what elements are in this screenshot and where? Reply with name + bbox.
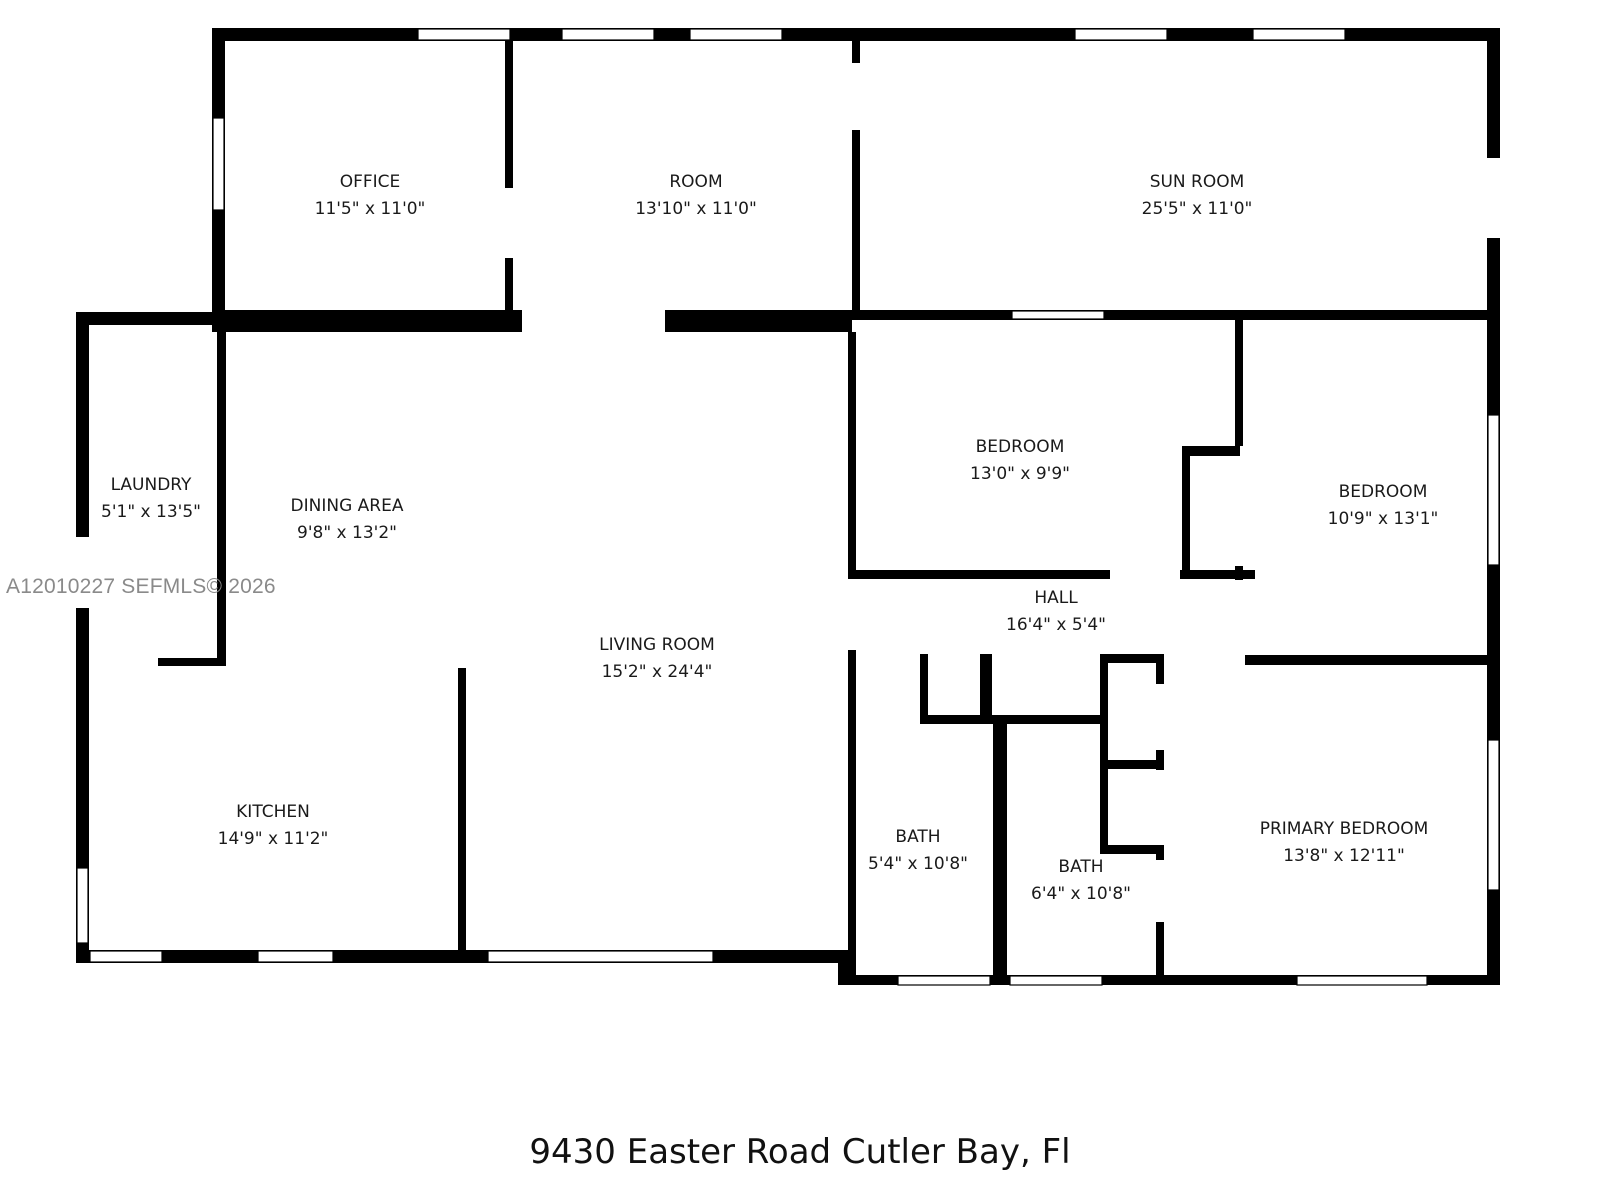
room-bath-2: BATH 6'4" x 10'8": [1031, 854, 1131, 908]
windows: [76, 28, 1500, 986]
room-name: LIVING ROOM: [599, 635, 715, 655]
room-dimensions: 6'4" x 10'8": [1031, 884, 1131, 904]
room-name: OFFICE: [339, 172, 401, 192]
room-dimensions: 11'5" x 11'0": [314, 199, 426, 219]
property-address: 9430 Easter Road Cutler Bay, Fl: [529, 1132, 1071, 1172]
room-room: ROOM 13'10" x 11'0": [635, 169, 757, 223]
room-name: BEDROOM: [975, 437, 1065, 457]
room-dimensions: 13'0" x 9'9": [970, 464, 1070, 484]
room-kitchen: KITCHEN 14'9" x 11'2": [218, 799, 329, 853]
walls: [76, 28, 1500, 985]
mls-watermark: A12010227 SEFMLS© 2026: [6, 575, 276, 598]
room-sun-room: SUN ROOM 25'5" x 11'0": [1142, 169, 1253, 223]
room-name: LAUNDRY: [110, 475, 192, 495]
room-dimensions: 14'9" x 11'2": [217, 829, 329, 849]
room-bath-1: BATH 5'4" x 10'8": [868, 824, 968, 878]
room-office: OFFICE 11'5" x 11'0": [315, 169, 426, 223]
room-name: BEDROOM: [1338, 482, 1428, 502]
room-name: SUN ROOM: [1149, 172, 1245, 192]
room-name: DINING AREA: [290, 496, 404, 516]
room-dining-area: DINING AREA 9'8" x 13'2": [291, 493, 404, 547]
room-name: HALL: [1034, 588, 1078, 608]
room-laundry: LAUNDRY 5'1" x 13'5": [101, 472, 201, 526]
room-name: BATH: [1058, 857, 1104, 877]
room-bedroom-1: BEDROOM 13'0" x 9'9": [970, 434, 1070, 488]
room-dimensions: 13'10" x 11'0": [635, 199, 757, 219]
room-name: KITCHEN: [236, 802, 310, 822]
room-name: PRIMARY BEDROOM: [1259, 819, 1429, 839]
room-dimensions: 10'9" x 13'1": [1327, 509, 1439, 529]
room-name: BATH: [895, 827, 941, 847]
room-dimensions: 15'2" x 24'4": [601, 662, 713, 682]
room-dimensions: 13'8" x 12'11": [1283, 846, 1405, 866]
room-hall: HALL 16'4" x 5'4": [1006, 585, 1106, 639]
room-dimensions: 25'5" x 11'0": [1141, 199, 1253, 219]
room-living-room: LIVING ROOM 15'2" x 24'4": [599, 632, 715, 686]
room-dimensions: 16'4" x 5'4": [1006, 615, 1106, 635]
room-primary-bedroom: PRIMARY BEDROOM 13'8" x 12'11": [1260, 816, 1429, 870]
room-dimensions: 9'8" x 13'2": [297, 523, 397, 543]
room-bedroom-2: BEDROOM 10'9" x 13'1": [1328, 479, 1439, 533]
room-dimensions: 5'1" x 13'5": [101, 502, 201, 522]
room-dimensions: 5'4" x 10'8": [868, 854, 968, 874]
room-name: ROOM: [669, 172, 723, 192]
